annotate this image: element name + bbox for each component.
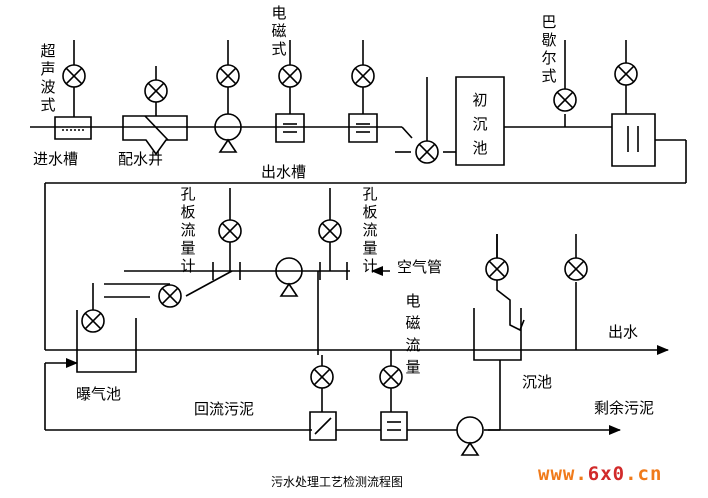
primary-tank-box: [456, 77, 504, 165]
distribution-well: [123, 116, 187, 154]
instrument-valve-icon: [219, 220, 241, 242]
instrument-valves: [63, 63, 637, 388]
instrument-valve-icon: [380, 366, 402, 388]
settling-tank: [474, 234, 576, 360]
excess-sludge-label: 剩余污泥: [594, 399, 655, 417]
em-meter-top-1: [276, 114, 304, 142]
instrument-valve-icon: [565, 258, 587, 280]
aeration-tank-label: 曝气池: [76, 385, 122, 403]
instrument-valve-icon: [319, 220, 341, 242]
watermark-prefix: www.: [538, 463, 588, 485]
instruments-middle: [230, 188, 576, 258]
top-pipeline: [30, 114, 686, 350]
watermark-mid: 6x0: [587, 463, 626, 485]
instrument-valve-icon: [615, 63, 637, 85]
settling-tank-label: 沉池: [522, 373, 553, 391]
inlet-tank-label: 进水槽: [33, 150, 79, 168]
parshall-label: 巴歇尔式: [541, 13, 557, 85]
watermark: www.6x0.cn: [538, 463, 662, 485]
watermark-suffix: .cn: [625, 463, 663, 485]
instrument-valve-icon: [554, 89, 576, 111]
em-flow-label: 电磁流量: [405, 292, 421, 376]
instrument-valve-icon: [63, 65, 85, 87]
aeration-tank: [77, 310, 136, 372]
outlet-tank-label: 出水槽: [261, 163, 307, 181]
instrument-valve-icon: [217, 65, 239, 87]
instrument-valve-icon: [279, 65, 301, 87]
orifice-right-label: 孔板流量计: [362, 185, 378, 275]
instrument-valve-icon: [352, 65, 374, 87]
instrument-valve-icon: [416, 141, 438, 163]
em-meter-top-2: [349, 114, 377, 142]
aeration-pipes: [93, 232, 390, 355]
pump-bottom: [457, 417, 483, 455]
pump-top: [215, 114, 241, 152]
instrument-valve-icon: [159, 285, 181, 307]
return-sludge-label: 回流污泥: [194, 400, 255, 418]
instrument-valve-icon: [311, 366, 333, 388]
sludge-valve-box: [310, 412, 336, 440]
instrument-valve-icon: [145, 80, 167, 102]
orifice-left-label: 孔板流量计: [180, 185, 196, 275]
inlet-tank: [55, 117, 91, 139]
return-sludge-pipes: [45, 350, 621, 435]
em-meter-bottom: [381, 412, 407, 440]
electromagnetic-label: 电磁式: [271, 4, 287, 58]
diagram-caption: 污水处理工艺检测流程图: [271, 475, 404, 489]
effluent-label: 出水: [608, 323, 639, 341]
final-box: [612, 114, 655, 166]
instrument-valve-icon: [82, 310, 104, 332]
instrument-valve-icon: [486, 258, 508, 280]
pump-middle: [276, 258, 302, 296]
ultrasonic-label: 超声波式: [40, 42, 56, 114]
primary-tank-label: 初沉池: [472, 91, 488, 157]
air-pipe-label: 空气管: [397, 258, 443, 276]
distribution-well-label: 配水井: [118, 150, 164, 168]
instruments-top: [74, 40, 626, 141]
